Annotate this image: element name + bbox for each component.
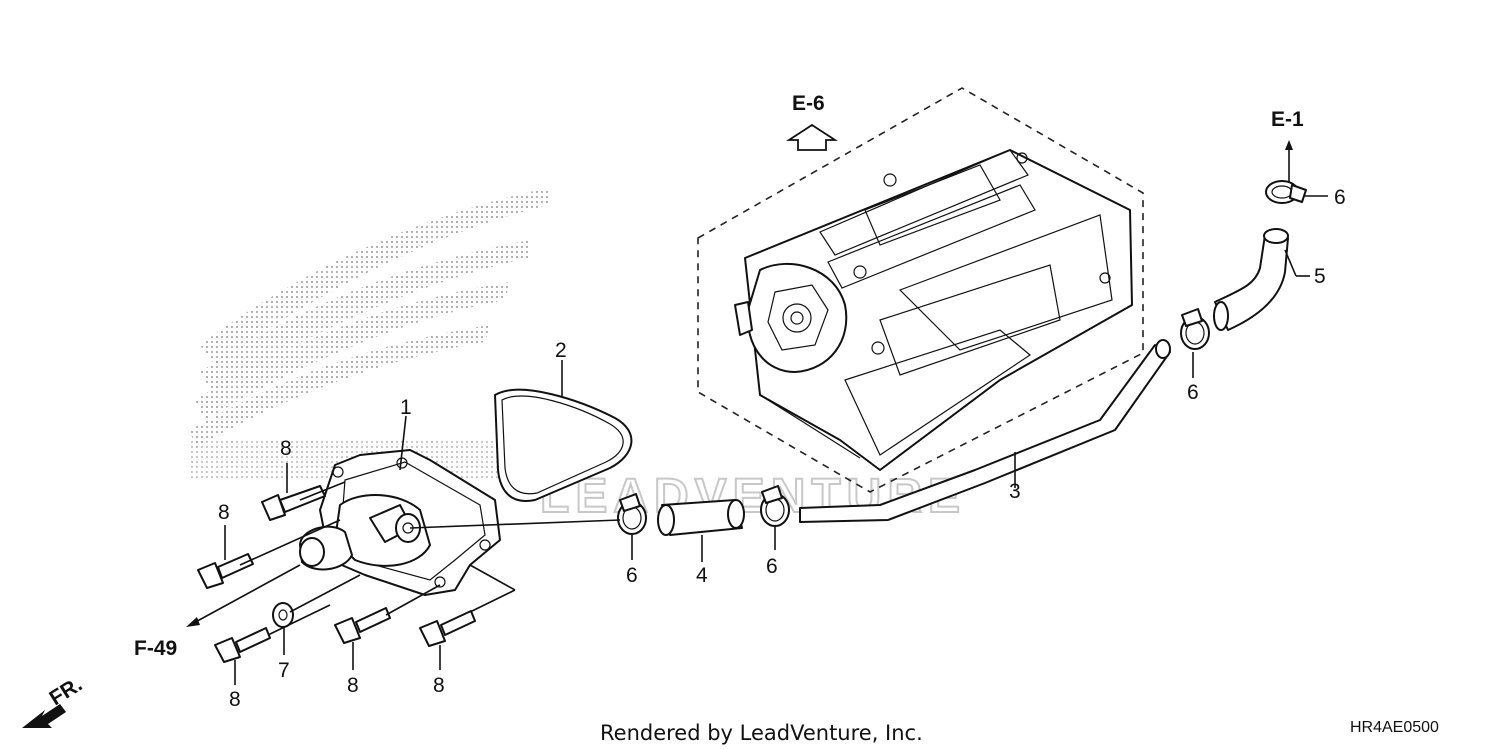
washer xyxy=(272,602,294,628)
clamp-middle xyxy=(760,485,790,527)
callout-8-left: 8 xyxy=(218,501,230,524)
leader-lines xyxy=(186,140,1328,685)
footer-credit: Rendered by LeadVenture, Inc. xyxy=(600,721,923,745)
bolt-left xyxy=(197,553,254,589)
front-arrow-icon xyxy=(22,704,66,728)
ref-e6: E-6 xyxy=(792,92,825,115)
front-label: FR. xyxy=(45,673,86,710)
ref-e1: E-1 xyxy=(1271,108,1304,131)
callout-6-middle: 6 xyxy=(766,555,778,578)
bolt-top xyxy=(261,485,326,521)
bolt-bottom-mid xyxy=(334,607,391,644)
clamp-top xyxy=(1265,180,1307,204)
ref-f49: F-49 xyxy=(134,637,177,660)
callout-8-bottom-mid: 8 xyxy=(347,674,359,697)
callout-8-bottom-right: 8 xyxy=(433,674,445,697)
water-pump xyxy=(299,449,501,596)
bolt-bottom-right xyxy=(419,610,476,647)
engine-outline-dashed xyxy=(697,87,1144,493)
callout-7: 7 xyxy=(278,659,290,682)
callout-3: 3 xyxy=(1009,480,1021,503)
callout-6-top: 6 xyxy=(1334,186,1346,209)
watermark-wing-logo xyxy=(190,188,548,478)
callout-6-left: 6 xyxy=(626,564,638,587)
callout-5: 5 xyxy=(1314,265,1326,288)
short-hose xyxy=(657,499,745,536)
engine-crankcase xyxy=(734,149,1133,471)
callout-8-top: 8 xyxy=(280,437,292,460)
callout-1: 1 xyxy=(400,396,412,419)
diagram-code: HR4AE0500 xyxy=(1350,719,1439,736)
callout-4: 4 xyxy=(696,564,708,587)
clamp-left xyxy=(617,493,647,535)
bent-hose xyxy=(1213,228,1289,331)
callout-2: 2 xyxy=(555,339,567,362)
o-ring-inner xyxy=(501,395,624,495)
callout-8-bottom-left: 8 xyxy=(229,688,241,711)
water-pipe xyxy=(799,339,1171,523)
callout-6-right: 6 xyxy=(1187,381,1199,404)
bolt-bottom-left xyxy=(214,627,271,663)
e6-arrow-icon xyxy=(785,123,839,151)
clamp-right xyxy=(1180,308,1210,350)
